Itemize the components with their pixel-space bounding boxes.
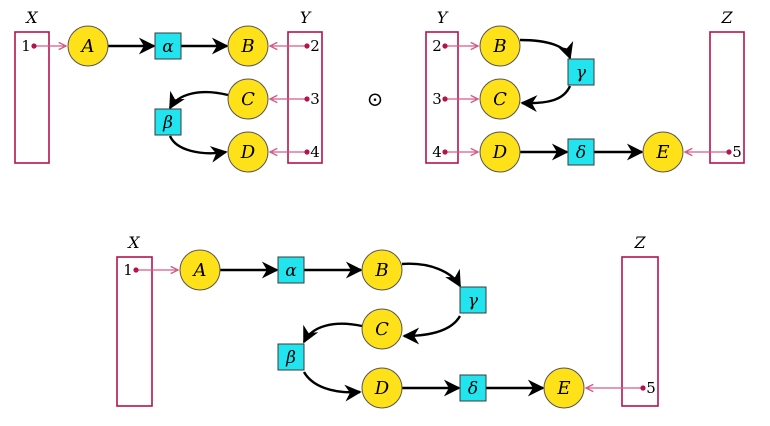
edge-C-beta (168, 90, 229, 110)
op-beta (277, 343, 305, 371)
node-D (361, 367, 403, 409)
op-label-delta: δ (576, 143, 586, 163)
node-label-C: C (493, 89, 507, 110)
edge-beta-D (302, 371, 362, 402)
port-dot-4 (442, 149, 448, 155)
port-number-2: 2 (432, 37, 442, 55)
node-label-A: A (80, 36, 95, 57)
port-dot-3 (304, 96, 310, 102)
port-box-Z (621, 256, 659, 407)
diagram-top-left: X 1 Y 2 3 4 A B C Dα β (14, 8, 323, 173)
port-dot-5 (640, 385, 646, 391)
port-box-X (14, 31, 50, 164)
port-label-Z: Z (720, 8, 733, 27)
port-number-4: 4 (432, 143, 442, 161)
port-dot-1 (31, 43, 37, 49)
node-B (361, 249, 403, 291)
node-E (642, 131, 684, 173)
op-label-alpha: α (285, 261, 297, 281)
port-label-Z: Z (633, 233, 646, 252)
port-dot-5 (726, 149, 732, 155)
op-alpha (154, 32, 182, 60)
port-dot-2 (442, 43, 448, 49)
diagram-bottom-composite: X 1 Z 5 A B C D Eα γ β δ (116, 233, 659, 409)
node-D (227, 131, 269, 173)
port-box-X (116, 256, 153, 407)
edge-B-gamma (401, 262, 462, 288)
diagram-top-right: Y 2 3 4 Z 5 B C D Eγ δ (425, 8, 745, 173)
port-number-2: 2 (310, 37, 320, 55)
node-C (361, 308, 403, 350)
edge-gamma-C (402, 315, 462, 345)
node-label-E: E (556, 378, 570, 399)
op-label-beta: β (162, 113, 173, 133)
node-label-A: A (192, 260, 207, 281)
node-D (479, 131, 521, 173)
node-A (67, 25, 109, 67)
node-label-D: D (492, 142, 508, 163)
node-label-B: B (374, 260, 388, 281)
op-label-alpha: α (162, 37, 174, 57)
port-dot-1 (133, 267, 139, 273)
port-box-Y (425, 31, 459, 164)
edge-gamma-C (520, 85, 572, 112)
port-label-X: X (24, 8, 38, 27)
port-box-Z (709, 31, 745, 164)
port-dot-4 (304, 149, 310, 155)
port-number-5: 5 (732, 143, 742, 161)
edge-beta-D (168, 135, 228, 163)
node-label-B: B (492, 36, 506, 57)
op-delta (567, 138, 595, 166)
edge-B-gamma (519, 38, 574, 60)
node-C (479, 78, 521, 120)
port-number-3: 3 (432, 90, 442, 108)
node-label-B: B (240, 36, 254, 57)
op-gamma (567, 58, 595, 86)
port-number-4: 4 (310, 143, 320, 161)
port-label-Y: Y (300, 8, 312, 27)
node-label-C: C (375, 319, 389, 340)
port-number-5: 5 (646, 379, 656, 397)
port-dot-3 (442, 96, 448, 102)
port-dot-2 (304, 43, 310, 49)
node-C (227, 78, 269, 120)
node-B (479, 25, 521, 67)
port-box-Y (287, 31, 323, 164)
edge-C-beta (302, 322, 363, 344)
port-number-3: 3 (310, 90, 320, 108)
op-gamma (459, 286, 487, 314)
op-label-delta: δ (468, 379, 478, 399)
op-label-gamma: γ (576, 63, 587, 83)
op-delta (459, 374, 487, 402)
node-label-E: E (655, 142, 669, 163)
port-number-1: 1 (123, 261, 133, 279)
node-A (179, 249, 221, 291)
port-label-Y: Y (437, 8, 449, 27)
node-label-D: D (374, 378, 390, 399)
op-beta (154, 108, 182, 136)
port-number-1: 1 (21, 37, 31, 55)
port-label-X: X (126, 233, 140, 252)
composition-operator: ⊙ (367, 87, 384, 111)
op-label-beta: β (285, 348, 296, 368)
node-label-D: D (240, 142, 256, 163)
node-label-C: C (241, 89, 255, 110)
op-alpha (277, 256, 305, 284)
node-B (227, 25, 269, 67)
node-E (543, 367, 585, 409)
op-label-gamma: γ (468, 291, 479, 311)
